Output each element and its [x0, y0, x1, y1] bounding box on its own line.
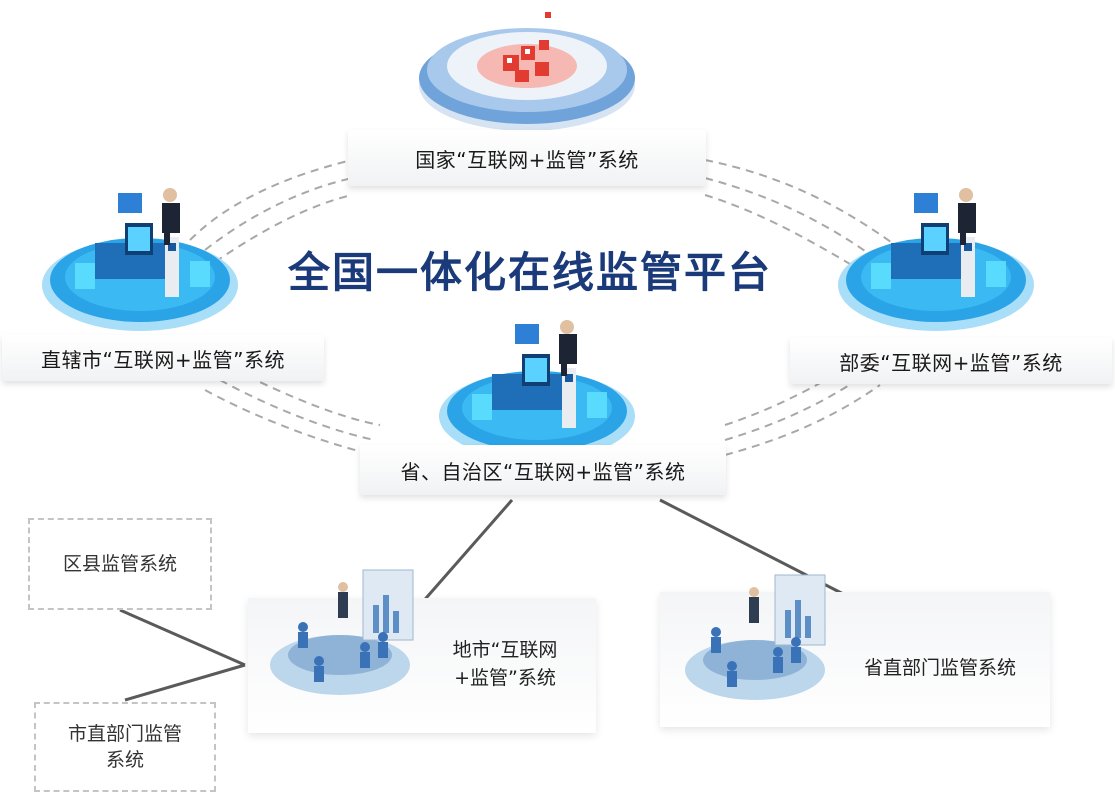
node-municipality: 直辖市“互联网+监管”系统 [2, 335, 324, 381]
data-cube-icon [419, 12, 635, 131]
node-province: 省、自治区“互联网+监管”系统 [360, 445, 726, 495]
meeting-room-icon [270, 569, 414, 695]
solid-link [119, 608, 246, 667]
node-national: 国家“互联网+监管”系统 [348, 130, 706, 186]
dashed-link [219, 379, 376, 441]
node-city-dept-line2: 系统 [105, 749, 144, 771]
solid-link [418, 499, 514, 606]
node-district: 区县监管系统 [28, 518, 212, 610]
workstation-icon [42, 188, 238, 331]
node-district-label: 区县监管系统 [62, 553, 177, 575]
dashed-link [189, 159, 353, 241]
dashed-link [214, 194, 353, 263]
dashed-link [704, 159, 896, 246]
node-city-dept-line1: 市直部门监管 [67, 723, 182, 745]
dashed-link [704, 194, 861, 271]
workstation-icon [439, 320, 635, 458]
solid-link [124, 663, 246, 702]
dashed-link [204, 389, 376, 456]
dashed-link [724, 384, 881, 456]
dashed-link [724, 377, 861, 441]
node-ministry: 部委“互联网+监管”系统 [790, 338, 1112, 384]
node-city-dept: 市直部门监管 系统 [34, 702, 216, 792]
dashed-link [204, 177, 353, 251]
node-city-line2: +监管”系统 [454, 667, 556, 689]
node-province-dept: 省直部门监管系统 [863, 657, 1016, 679]
workstation-icon [838, 188, 1034, 331]
node-city: 地市“互联网 +监管”系统 [425, 636, 585, 692]
node-city-line1: 地市“互联网 [452, 639, 558, 661]
meeting-room-icon [685, 574, 826, 700]
page-title: 全国一体化在线监管平台 [287, 247, 772, 297]
